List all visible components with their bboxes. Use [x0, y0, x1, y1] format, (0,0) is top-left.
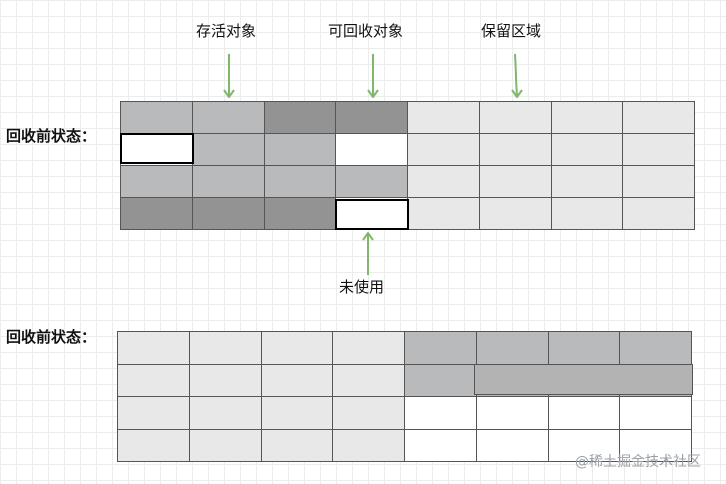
heap-cell-white: [476, 429, 549, 462]
heap-cell-light: [261, 332, 334, 365]
heap-cell-mid: [264, 166, 337, 198]
heap-cell-mid: [476, 332, 549, 365]
heap-cell-light: [118, 429, 190, 462]
heap-cell-white: [336, 134, 408, 166]
heap-cell-light: [623, 166, 695, 198]
heap-cell-dark: [121, 198, 193, 230]
heap-cell-mid: [405, 332, 477, 365]
heap-cell-light: [479, 166, 552, 198]
heap-cell-light: [333, 397, 405, 430]
heap-cell-light: [408, 134, 480, 166]
arrow-icon: [223, 54, 235, 98]
heap-cell-white: [476, 397, 549, 430]
watermark: @稀土掘金技术社区: [575, 454, 701, 470]
heap-cell-dark: [264, 198, 337, 230]
heap-cell-mid: [192, 134, 265, 166]
unused-cell: [120, 133, 194, 164]
compacted-block: [474, 364, 693, 395]
heap-cell-light: [261, 429, 334, 462]
heap-cell-white: [405, 429, 477, 462]
heap-cell-light: [189, 397, 262, 430]
heap-cell-mid: [192, 102, 265, 134]
heap-cell-mid: [620, 332, 692, 365]
heap-cell-light: [551, 198, 624, 230]
heap-cell-light: [189, 332, 262, 365]
heap-cell-light: [408, 198, 480, 230]
heap-cell-light: [118, 364, 190, 397]
heap-cell-light: [118, 397, 190, 430]
arrow-icon: [362, 232, 374, 275]
heap-cell-dark: [264, 102, 337, 134]
heap-cell-white: [405, 397, 477, 430]
heap-cell-white: [620, 429, 692, 462]
heap-cell-mid: [548, 332, 621, 365]
arrow-icon: [367, 54, 379, 98]
heap-cell-light: [333, 429, 405, 462]
survivor-objects-label: 存活对象: [196, 22, 257, 40]
heap-cell-light: [551, 166, 624, 198]
reclaimable-objects-label: 可回收对象: [328, 22, 404, 40]
heap-cell-light: [408, 102, 480, 134]
heap-cell-mid: [264, 134, 337, 166]
heap-cell-light: [261, 364, 334, 397]
heap-cell-light: [623, 102, 695, 134]
heap-cell-light: [408, 166, 480, 198]
heap-cell-white: [620, 397, 692, 430]
before-state-label-bottom: 回收前状态：: [6, 328, 97, 346]
heap-cell-light: [551, 134, 624, 166]
heap-cell-dark: [192, 198, 265, 230]
reserved-area-label: 保留区域: [481, 22, 542, 40]
heap-cell-light: [118, 332, 190, 365]
heap-cell-light: [261, 397, 334, 430]
heap-grid-before-bottom: [117, 331, 692, 462]
heap-cell-light: [623, 134, 695, 166]
heap-cell-light: [189, 429, 262, 462]
heap-cell-white: [548, 397, 621, 430]
heap-cell-light: [479, 134, 552, 166]
unused-cell: [335, 199, 409, 230]
heap-cell-light: [479, 102, 552, 134]
heap-cell-mid: [121, 166, 193, 198]
heap-cell-light: [333, 332, 405, 365]
arrow-icon: [511, 53, 523, 98]
heap-cell-mid: [405, 364, 477, 397]
heap-cell-dark: [336, 102, 408, 134]
heap-cell-mid: [336, 166, 408, 198]
heap-cell-mid: [192, 166, 265, 198]
heap-cell-light: [189, 364, 262, 397]
heap-cell-white: [548, 429, 621, 462]
before-state-label-top: 回收前状态：: [6, 127, 97, 145]
unused-label: 未使用: [339, 278, 385, 296]
heap-cell-light: [551, 102, 624, 134]
heap-cell-light: [333, 364, 405, 397]
heap-cell-light: [623, 198, 695, 230]
heap-cell-light: [479, 198, 552, 230]
heap-cell-mid: [121, 102, 193, 134]
